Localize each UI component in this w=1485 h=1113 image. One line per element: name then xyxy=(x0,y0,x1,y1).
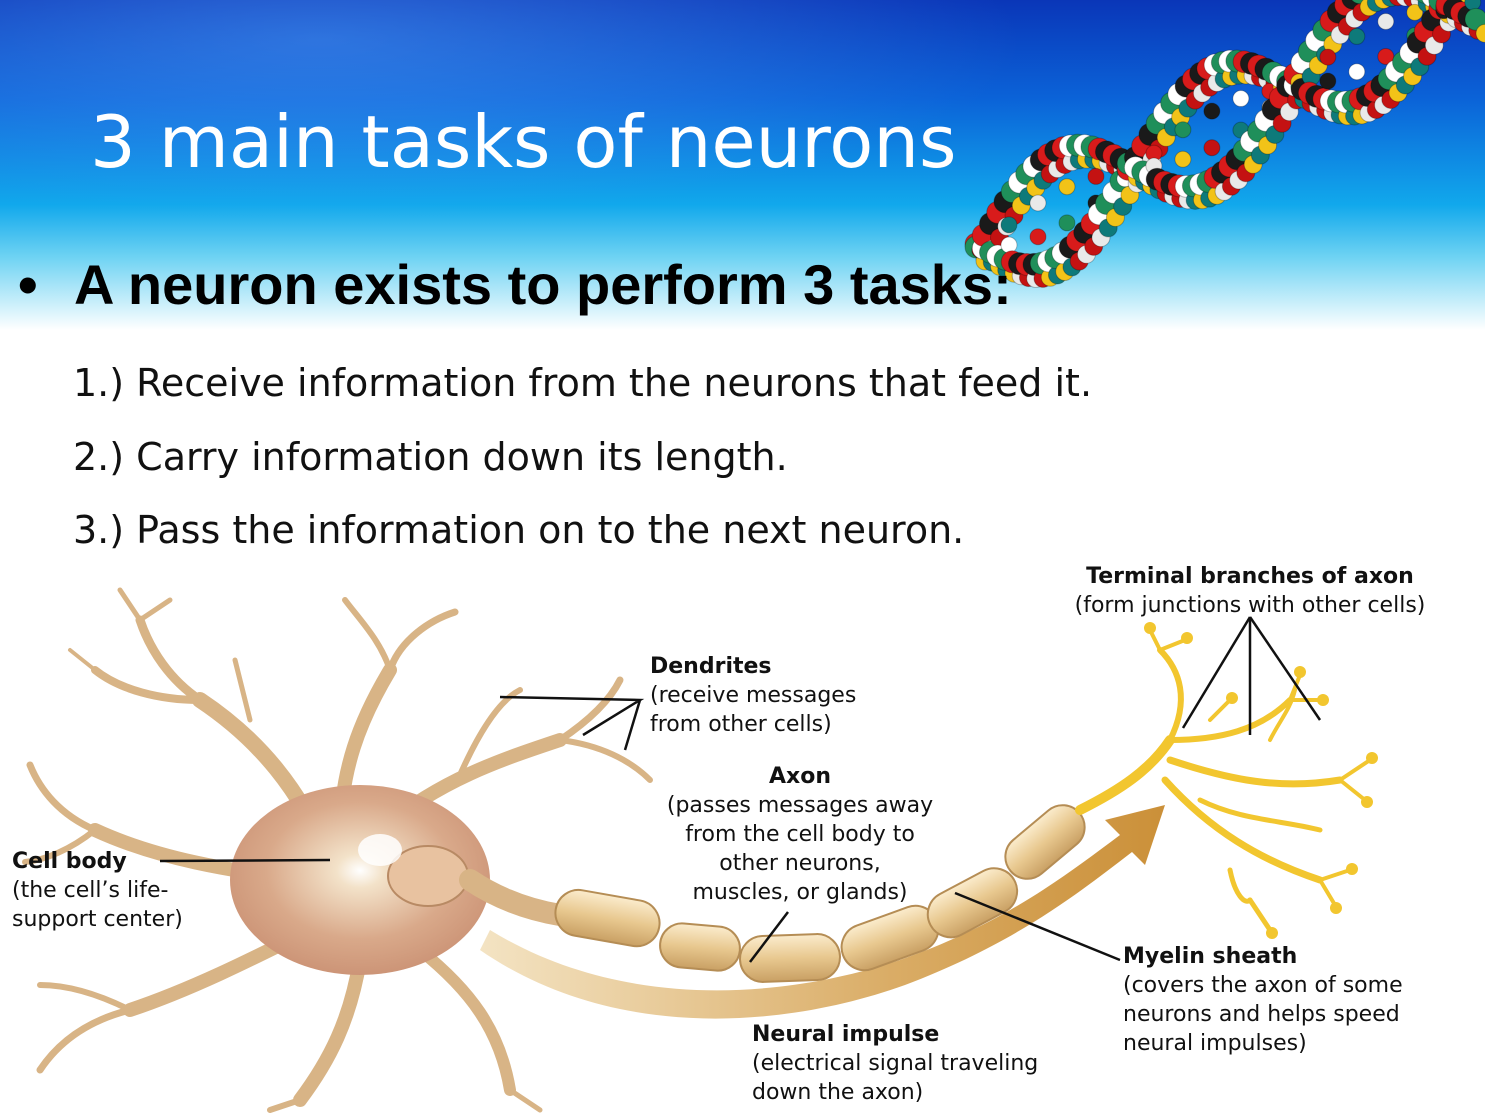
label-myelin-desc-1: (covers the axon of some xyxy=(1123,973,1403,998)
label-myelin-heading: Myelin sheath xyxy=(1123,944,1298,969)
label-axon-desc-2: from the cell body to xyxy=(685,822,915,847)
task-item-1: 1.) Receive information from the neurons… xyxy=(73,361,1093,405)
bullet-dot: • xyxy=(18,253,38,316)
label-impulse-desc-2: down the axon) xyxy=(752,1080,924,1105)
label-myelin-sheath: Myelin sheath (covers the axon of some n… xyxy=(1123,942,1403,1058)
label-cell-body-desc-1: (the cell’s life- xyxy=(12,878,169,903)
label-dendrites-heading: Dendrites xyxy=(650,654,772,679)
label-axon-heading: Axon xyxy=(769,764,831,789)
label-axon-desc-4: muscles, or glands) xyxy=(692,880,908,905)
label-terminal-branches: Terminal branches of axon (form junction… xyxy=(1040,562,1460,620)
task-item-2: 2.) Carry information down its length. xyxy=(73,435,788,479)
label-axon-desc-1: (passes messages away xyxy=(666,793,934,818)
label-dendrites-desc-2: from other cells) xyxy=(650,712,832,737)
label-cell-body-heading: Cell body xyxy=(12,849,127,874)
label-neural-impulse: Neural impulse (electrical signal travel… xyxy=(752,1020,1038,1107)
label-impulse-desc-1: (electrical signal traveling xyxy=(752,1051,1039,1076)
label-myelin-desc-2: neurons and helps speed xyxy=(1123,1002,1400,1027)
cell-body-shape xyxy=(230,785,490,975)
bullet-text: A neuron exists to perform 3 tasks: xyxy=(74,253,1012,316)
label-axon-desc-3: other neurons, xyxy=(719,851,881,876)
terminal-branches xyxy=(1075,628,1372,933)
label-myelin-desc-3: neural impulses) xyxy=(1123,1031,1307,1056)
label-cell-body: Cell body (the cell’s life- support cent… xyxy=(12,847,183,934)
task-item-3: 3.) Pass the information on to the next … xyxy=(73,508,965,552)
label-dendrites-desc-1: (receive messages xyxy=(650,683,857,708)
label-axon: Axon (passes messages away from the cell… xyxy=(630,762,970,907)
label-terminal-heading: Terminal branches of axon xyxy=(1086,564,1414,589)
myelin-sheath-segments xyxy=(554,804,1086,983)
label-dendrites: Dendrites (receive messages from other c… xyxy=(650,652,856,739)
label-terminal-desc: (form junctions with other cells) xyxy=(1074,593,1426,618)
impulse-arrow xyxy=(480,805,1165,1019)
label-impulse-heading: Neural impulse xyxy=(752,1022,940,1047)
slide-title: 3 main tasks of neurons xyxy=(90,100,957,184)
leader-lines xyxy=(159,616,1322,963)
label-cell-body-desc-2: support center) xyxy=(12,907,183,932)
terminal-buttons xyxy=(1144,622,1378,939)
